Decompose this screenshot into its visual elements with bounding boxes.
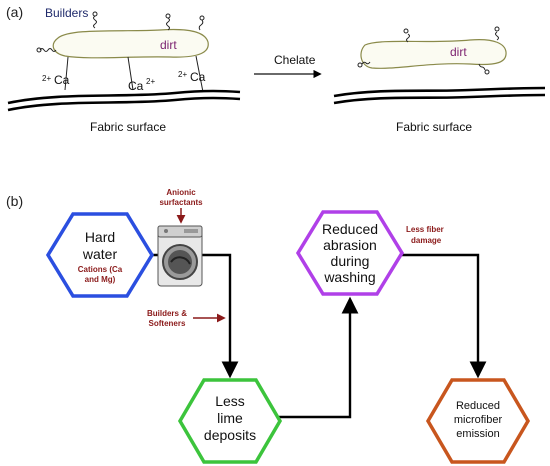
less-fiber-line1: Less fiber <box>406 225 444 234</box>
reduced-abrasion-line1: Reduced <box>322 221 378 237</box>
less-lime-line3: deposits <box>204 427 256 443</box>
builder-molecules-left <box>36 11 205 53</box>
cations-line2: and Mg) <box>85 275 116 284</box>
reduced-micro-line3: emission <box>456 428 499 440</box>
reduced-abrasion-line3: during <box>331 253 370 269</box>
builder-molecules-right <box>357 26 500 75</box>
fabric-label-left: Fabric surface <box>90 120 166 134</box>
dirt-label-left: dirt <box>160 38 177 52</box>
chelate-label: Chelate <box>274 53 316 67</box>
panel-a-label: (a) <box>6 4 23 20</box>
reduced-micro-line2: microfiber <box>454 414 503 426</box>
reduced-microfiber-hexagon <box>425 378 531 464</box>
reduced-micro-line1: Reduced <box>456 400 500 412</box>
ca-mid: Ca <box>128 79 144 93</box>
ca-left: Ca <box>54 73 70 87</box>
fabric-label-right: Fabric surface <box>396 120 472 134</box>
ca-right: Ca <box>190 70 206 84</box>
ca-left-sup: 2+ <box>42 74 51 83</box>
hard-water-line1: Hard <box>85 229 115 245</box>
dirt-blob-left <box>52 28 209 59</box>
reduced-abrasion-line4: washing <box>323 269 375 285</box>
less-lime-line2: lime <box>217 410 243 426</box>
builders-line1: Builders & <box>147 309 187 318</box>
reduced-abrasion-hexagon <box>295 210 405 296</box>
washing-machine-icon <box>157 225 203 287</box>
less-fiber-line2: damage <box>411 236 442 245</box>
ca-right-sup: 2+ <box>178 70 187 79</box>
panel-b-label: (b) <box>6 193 23 209</box>
less-lime-hexagon <box>177 378 283 464</box>
ca-mid-sup: 2+ <box>146 77 155 86</box>
cations-line1: Cations (Ca <box>78 265 123 274</box>
calcium-bridges <box>64 55 204 93</box>
builders-label: Builders <box>45 6 88 20</box>
dirt-label-right: dirt <box>450 45 467 59</box>
hard-water-hexagon <box>45 212 155 298</box>
builders-line2: Softeners <box>149 319 186 328</box>
dirt-blob-right <box>360 39 507 69</box>
fabric-surface-left <box>7 89 241 112</box>
anionic-line2: surfactants <box>159 198 203 207</box>
less-lime-line1: Less <box>215 393 245 409</box>
anionic-line1: Anionic <box>166 188 196 197</box>
fabric-surface-right <box>333 86 546 105</box>
reduced-abrasion-line2: abrasion <box>323 237 377 253</box>
hard-water-line2: water <box>82 246 118 262</box>
